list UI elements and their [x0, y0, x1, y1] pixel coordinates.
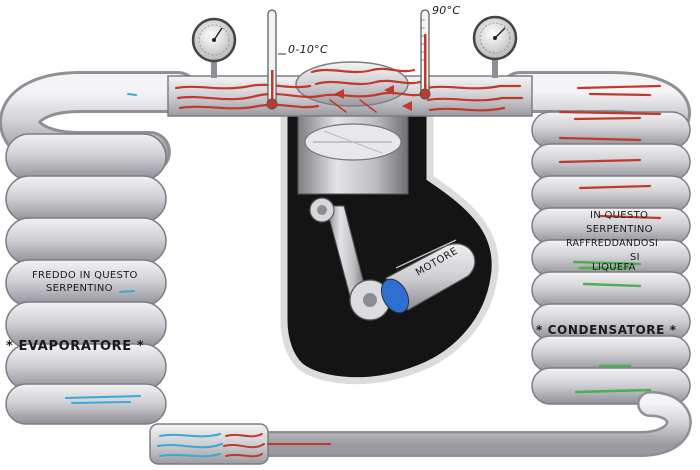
return-pipe — [149, 391, 692, 465]
top-pipe — [167, 61, 533, 117]
condenser-note-line3: RAFFREDDANDOSI — [566, 238, 659, 249]
evaporator-note-line2: SERPENTINO — [46, 283, 113, 294]
evaporator-cold-streaks — [65, 93, 141, 404]
pressure-gauge-left — [191, 17, 237, 78]
thermometer-left — [266, 9, 286, 110]
hot-gas-flow — [174, 67, 524, 113]
condenser-coil — [499, 71, 691, 405]
thermometer-high-label: 90°C — [432, 4, 461, 17]
compressor: MOTORE — [280, 88, 499, 385]
condenser-note-line1: IN QUESTO — [590, 210, 649, 221]
evaporator-coil — [0, 71, 199, 425]
expansion-valve — [149, 423, 269, 465]
evaporator-label: * EVAPORATORE * — [6, 339, 145, 354]
flow-arrows — [334, 85, 412, 111]
condenser-note-line4: SI — [630, 252, 640, 263]
condenser-loops — [531, 111, 691, 405]
thermometer-low-label: 0-10°C — [288, 43, 328, 56]
condenser-liquid-streaks — [572, 260, 652, 394]
pressure-gauge-right — [472, 15, 518, 78]
expansion-valve-flow — [157, 433, 331, 458]
condenser-note-line2: SERPENTINO — [586, 224, 653, 235]
evaporator-loops — [5, 133, 167, 425]
condenser-hot-streaks — [558, 84, 662, 220]
thermometer-right — [419, 9, 431, 100]
evaporator-note-line1: FREDDO IN QUESTO — [32, 270, 138, 281]
condenser-label: * CONDENSATORE * — [536, 323, 677, 337]
condenser-note-line5: LIQUEFA — [592, 262, 636, 273]
